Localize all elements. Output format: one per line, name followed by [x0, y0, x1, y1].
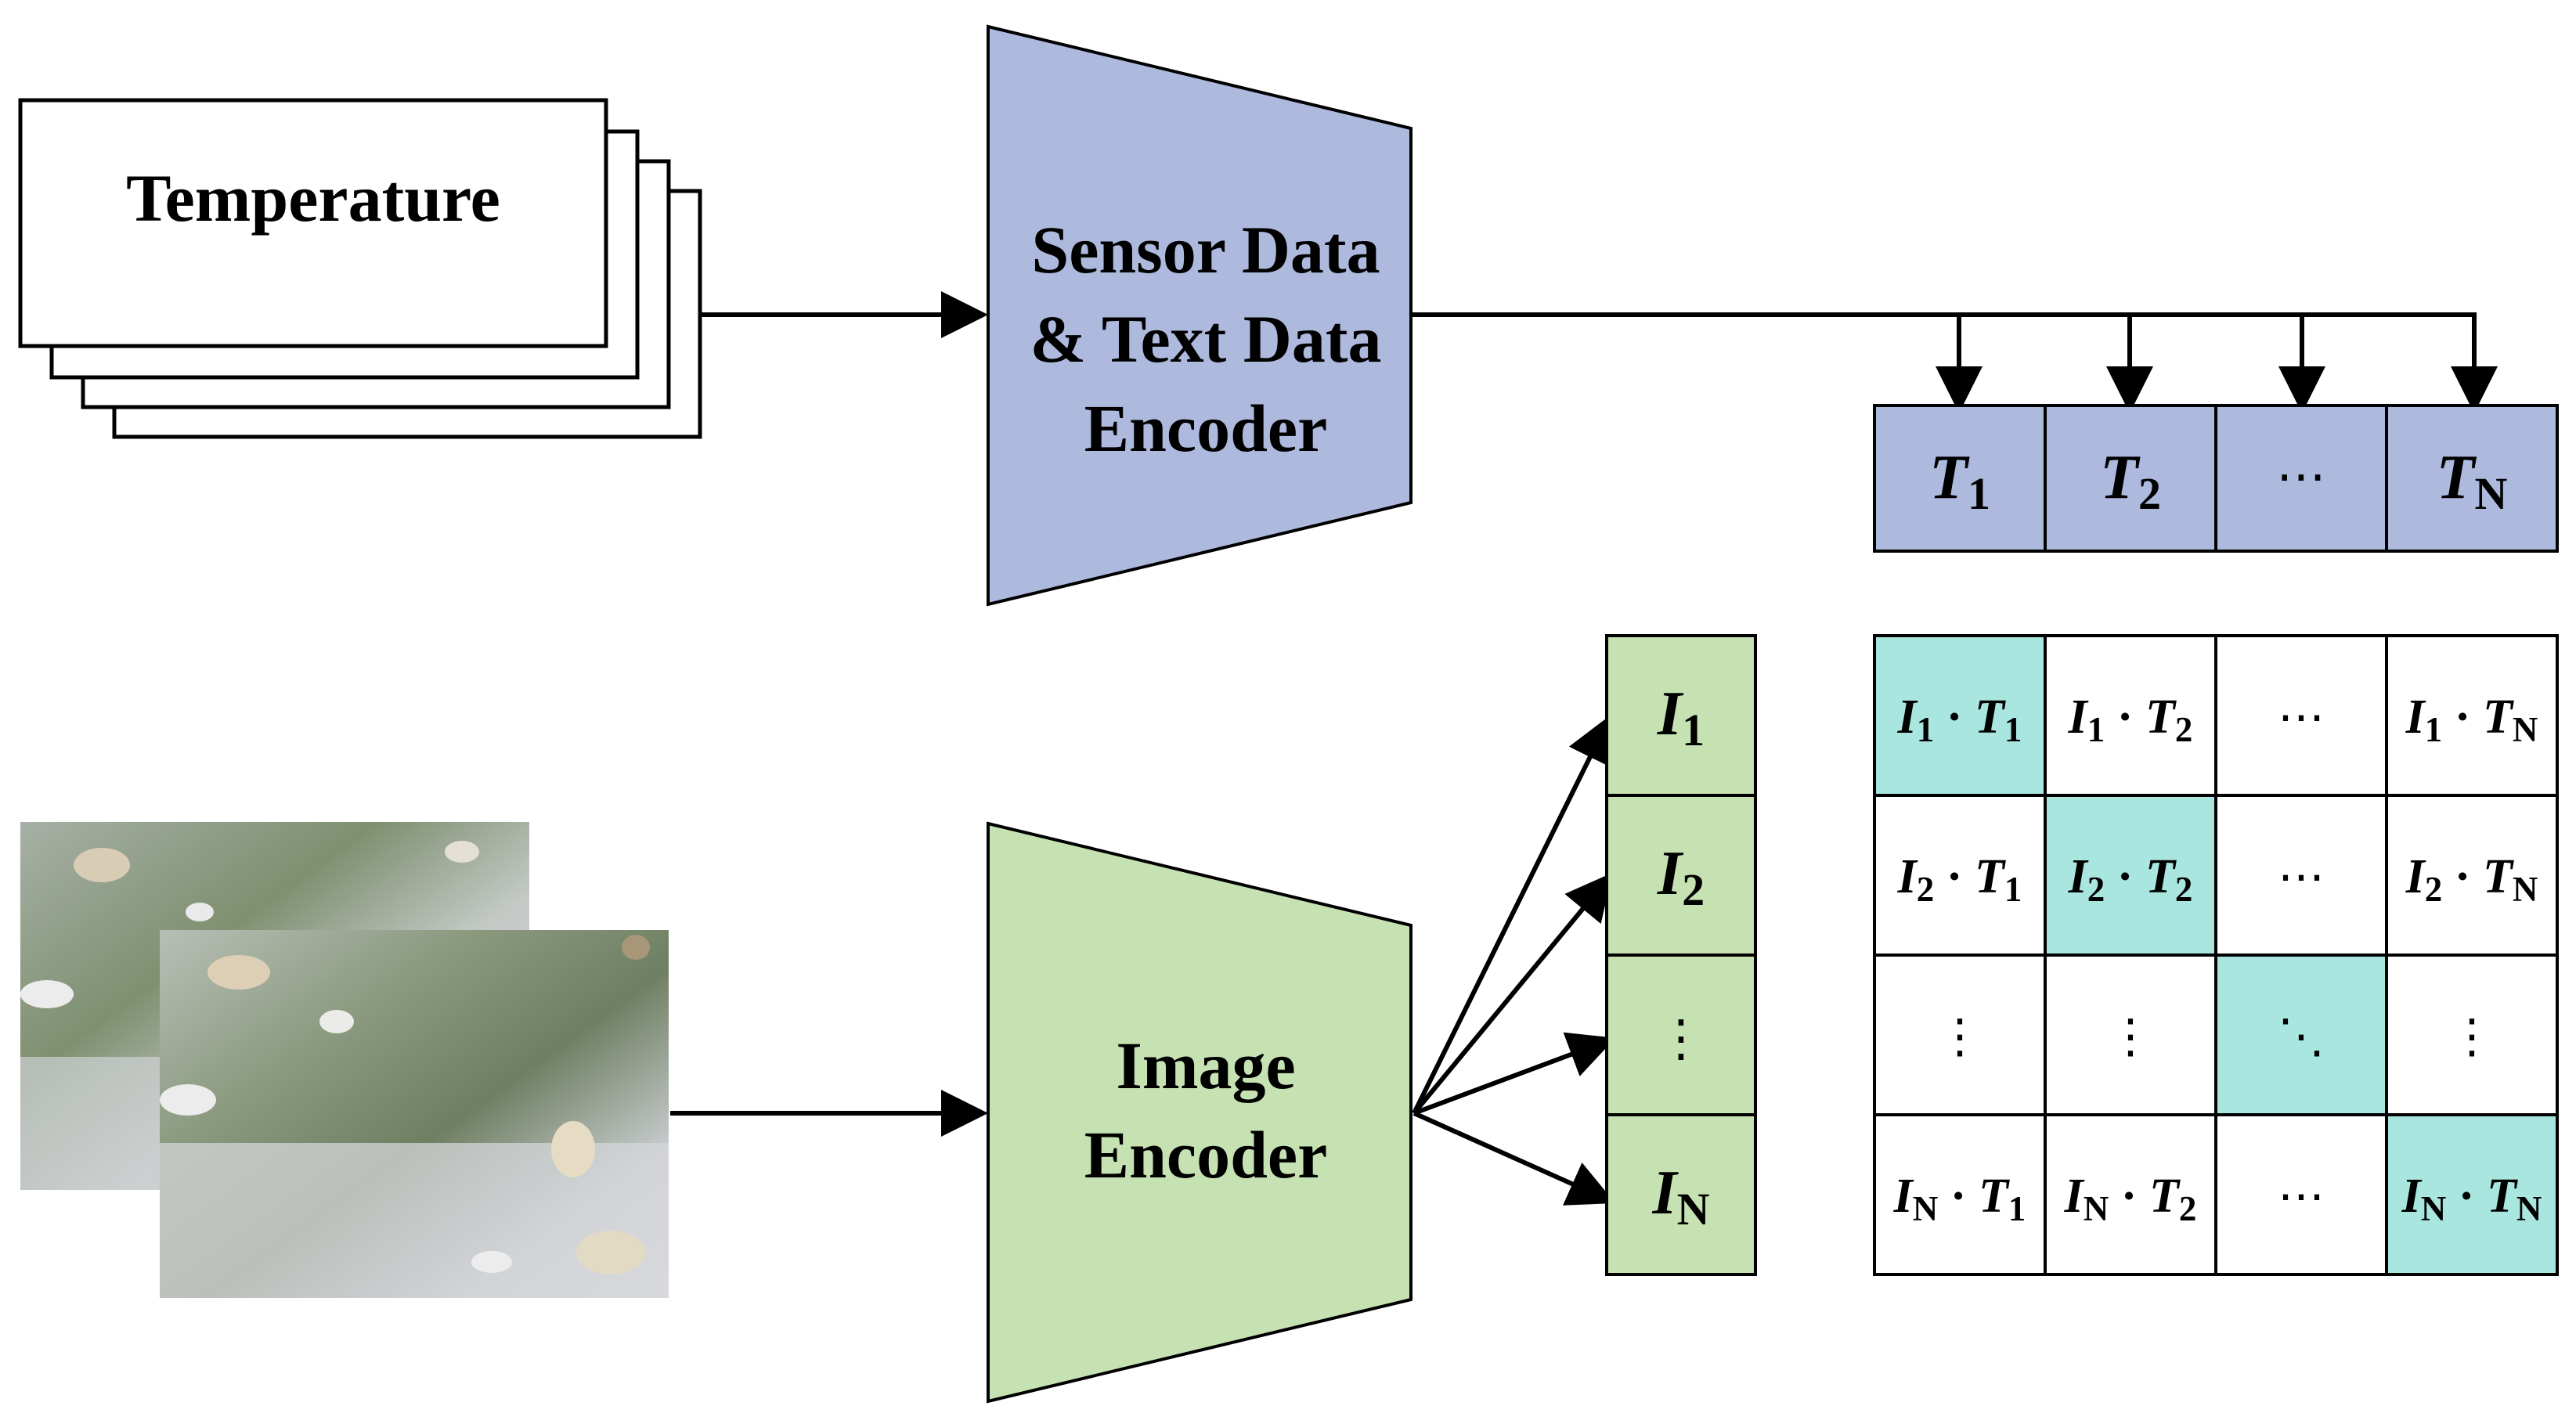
- similarity-label: I2 · T1: [1897, 850, 2022, 909]
- text-embedding-label: TN: [2437, 443, 2508, 519]
- similarity-label: I1 · T2: [2068, 690, 2193, 749]
- image-embedding-ellipsis: ⋮: [1656, 1010, 1706, 1068]
- similarity-label: IN · T2: [2064, 1170, 2197, 1228]
- sensor-encoder-line-1: Sensor Data: [1031, 212, 1380, 287]
- text-embedding-label: T2: [2100, 443, 2161, 519]
- similarity-matrix: I1 · T1 I1 · T2 ⋯ I1 · TN I2 · T1 I2 · T2 ⋯ I2 …: [1873, 634, 2559, 1276]
- similarity-ellipsis: ⋮: [1936, 1009, 1983, 1064]
- image-embedding-label: I2: [1657, 839, 1705, 915]
- similarity-cell: [2044, 1113, 2217, 1276]
- image-embedding-connectors: [1412, 715, 1616, 1206]
- similarity-ellipsis: ⋮: [2107, 1009, 2154, 1064]
- similarity-cell: [1873, 794, 2047, 957]
- leaf-image-front: [160, 930, 669, 1298]
- similarity-label: IN · TN: [2401, 1170, 2542, 1228]
- image-encoder-shape: [987, 821, 1412, 1404]
- image-encoder: Image Encoder: [987, 821, 1412, 1404]
- similarity-label: I1 · TN: [2405, 690, 2538, 749]
- similarity-cell: [2385, 794, 2559, 957]
- image-embedding-cell: [1605, 1113, 1757, 1276]
- similarity-cell: [1873, 954, 2047, 1116]
- similarity-ellipsis: ⋱: [2278, 1009, 2325, 1064]
- similarity-ellipsis: ⋯: [2278, 690, 2325, 744]
- sensor-encoder-shape: [987, 24, 1412, 607]
- image-embedding-label: IN: [1651, 1159, 1709, 1235]
- similarity-cell: [2385, 1113, 2559, 1276]
- image-embedding-cell: [1605, 794, 1757, 957]
- similarity-ellipsis: ⋯: [2278, 849, 2325, 904]
- text-embedding-cell: [2214, 404, 2388, 553]
- arrow-to-IN: [1412, 1111, 1615, 1206]
- arrow-to-I1: [1412, 715, 1611, 1115]
- similarity-ellipsis: ⋮: [2448, 1009, 2495, 1064]
- image-embedding-cell: [1605, 954, 1757, 1116]
- text-embedding-cell: [2385, 404, 2559, 553]
- sensor-encoder-line-3: Encoder: [1084, 391, 1328, 466]
- sensor-input-stack: Temperature: [18, 98, 702, 439]
- sensor-text-encoder: Sensor Data & Text Data Encoder: [987, 24, 1412, 607]
- similarity-cell: [2385, 954, 2559, 1116]
- image-encoder-line-1: Image: [1116, 1028, 1295, 1103]
- similarity-label: IN · T1: [1893, 1170, 2026, 1228]
- text-embedding-ellipsis: ⋯: [2276, 448, 2326, 506]
- image-input-stack: [20, 822, 669, 1298]
- similarity-label: I2 · T2: [2068, 850, 2193, 909]
- similarity-label: I2 · TN: [2405, 850, 2538, 909]
- similarity-cell: [2214, 634, 2388, 797]
- similarity-label: I1 · T1: [1897, 690, 2022, 749]
- arrow-to-I2: [1412, 872, 1613, 1115]
- stack-card-1: [18, 98, 608, 348]
- text-embedding-cell: [2044, 404, 2217, 553]
- text-embedding-label: T1: [1929, 443, 1990, 519]
- temperature-label: Temperature: [126, 160, 500, 236]
- text-embedding-connectors: [1412, 312, 2498, 413]
- similarity-cell: [1873, 1113, 2047, 1276]
- text-embedding-cell: [1873, 404, 2047, 553]
- similarity-cell: [2044, 794, 2217, 957]
- text-embedding-row: T1 T2 ⋯ TN: [1873, 404, 2559, 553]
- image-encoder-line-2: Encoder: [1084, 1117, 1328, 1192]
- arrow-to-I-ellipsis: [1412, 1032, 1616, 1116]
- sensor-encoder-line-2: & Text Data: [1030, 301, 1381, 377]
- image-embedding-label: I1: [1657, 680, 1705, 755]
- similarity-ellipsis: ⋯: [2278, 1169, 2325, 1224]
